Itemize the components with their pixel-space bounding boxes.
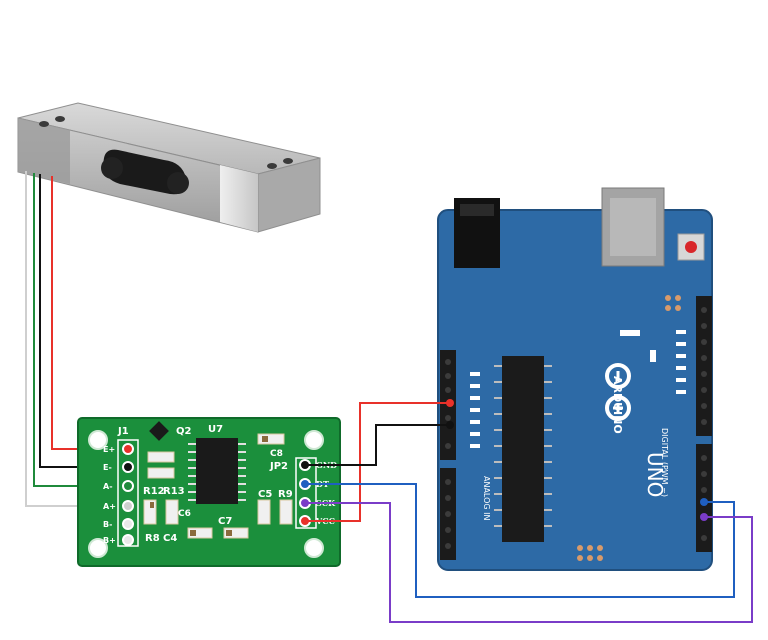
- comp-c6: C6: [178, 509, 191, 519]
- digital-label: DIGITAL (PWM ~): [660, 428, 669, 497]
- load-cell: [17, 102, 321, 233]
- comp-r9: R9: [278, 489, 293, 500]
- pin-a-plus: [122, 500, 134, 512]
- j1-pin-label-5: B-: [103, 520, 112, 529]
- chip-label: U7: [208, 424, 223, 435]
- pin-b-plus: [122, 534, 134, 546]
- analog-label: ANALOG IN: [482, 476, 491, 521]
- arduino-uno-board: ARDUINO UNO DIGITAL (PWM ~) ANALOG IN: [437, 187, 713, 571]
- comp-r12: R12: [143, 486, 165, 497]
- comp-c8: C8: [270, 449, 283, 459]
- j1-pin-label-1: E+: [103, 445, 115, 454]
- j1-pin-label-3: A-: [103, 482, 113, 491]
- j1-pin-label-4: A+: [103, 502, 116, 511]
- pin-b-minus: [122, 518, 134, 530]
- hx711-board: J1 E+ E- A- A+ B- B+ U7 Q2 C8 C6 R12 R13…: [77, 417, 341, 567]
- signal-wires: [305, 402, 753, 623]
- arduino-wire-endpoints: [446, 399, 708, 521]
- comp-q2: Q2: [176, 426, 192, 437]
- pin-e-plus: [122, 443, 134, 455]
- comp-r13: R13: [163, 486, 185, 497]
- infinity-logo-icon: [605, 363, 631, 421]
- pin-a-minus: [122, 480, 134, 492]
- wire-vcc-5v: [305, 402, 450, 522]
- comp-r8: R8: [145, 533, 160, 544]
- comp-c4: C4: [163, 533, 177, 544]
- comp-c7: C7: [218, 516, 232, 527]
- arduino-model: UNO: [643, 452, 667, 497]
- pin-e-minus: [122, 461, 134, 473]
- j1-pin-label-2: E-: [103, 463, 112, 472]
- wire-sck: [305, 502, 753, 623]
- wire-gnd: [305, 424, 450, 466]
- jp2-label: JP2: [269, 461, 288, 472]
- j1-pin-label-6: B+: [103, 536, 116, 545]
- arduino-logo-text: ARDUINO: [611, 376, 624, 434]
- comp-c5: C5: [258, 489, 272, 500]
- j1-pins: [122, 443, 134, 546]
- j1-label: J1: [117, 426, 129, 437]
- wire-dt: [305, 483, 735, 598]
- wire-excitation-plus: [51, 176, 127, 450]
